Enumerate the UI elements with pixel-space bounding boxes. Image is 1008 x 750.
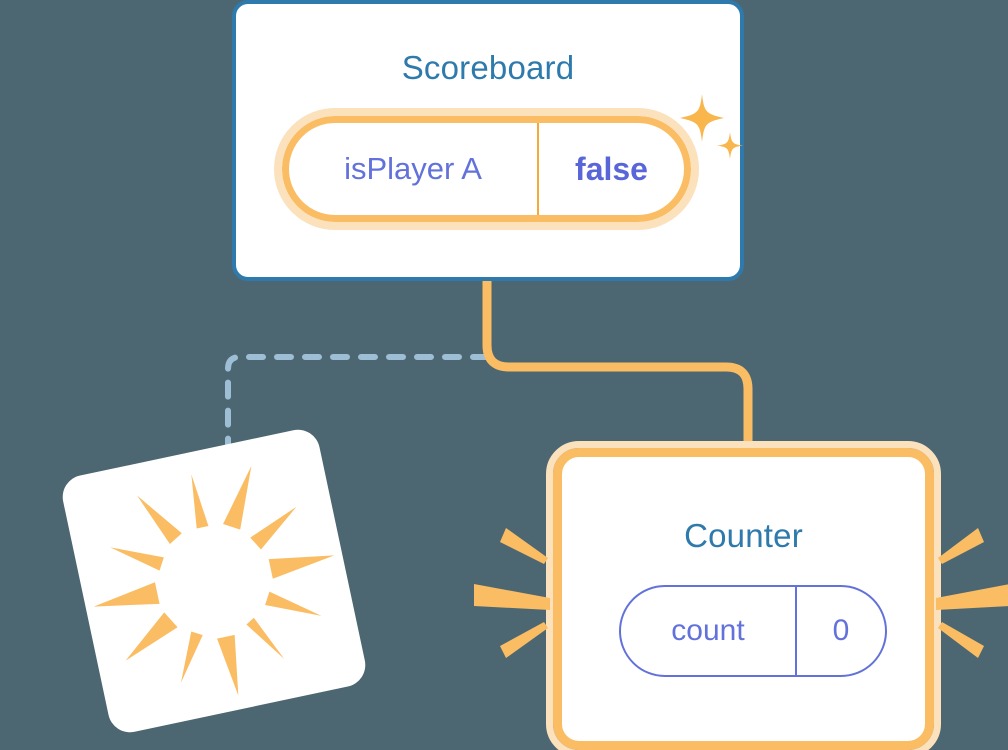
state-value-label: 0 — [832, 614, 850, 647]
state-value-label: false — [575, 150, 648, 187]
card-title-counter: Counter — [684, 517, 803, 554]
node-card-scoreboard[interactable]: Scoreboard isPlayer A false — [232, 0, 744, 281]
connector-scoreboard-to-counter — [482, 279, 753, 462]
state-pill-counter[interactable]: count 0 — [619, 585, 887, 677]
state-key-label: isPlayer A — [289, 123, 539, 215]
state-key-label: count — [621, 587, 797, 675]
state-pill-scoreboard[interactable]: isPlayer A false — [274, 108, 699, 230]
connector-scoreboard-to-blank — [225, 354, 490, 465]
node-card-counter[interactable]: Counter count 0 — [546, 441, 941, 750]
node-card-blank[interactable] — [58, 425, 370, 737]
card-title-scoreboard: Scoreboard — [401, 49, 575, 86]
